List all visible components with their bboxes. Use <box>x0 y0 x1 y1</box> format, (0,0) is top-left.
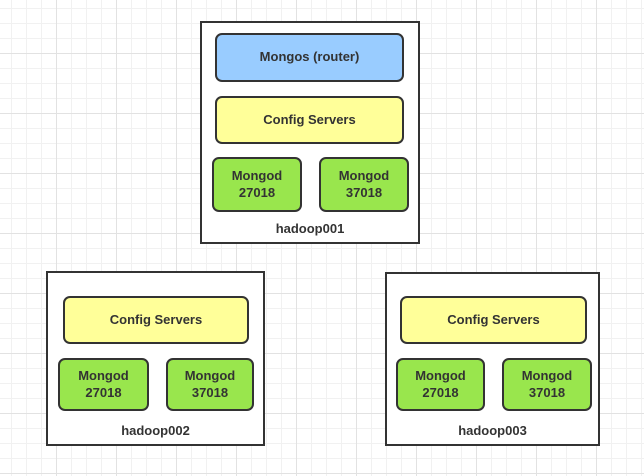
host-group-hadoop002: Config Servers Mongod 27018 Mongod 37018… <box>46 271 265 446</box>
host-label-hadoop001: hadoop001 <box>275 221 345 236</box>
mongod-name-label: Mongod <box>521 367 573 383</box>
mongos-router-label: Mongos (router) <box>259 49 360 65</box>
config-servers-node: Config Servers <box>400 296 587 344</box>
host-label-hadoop003: hadoop003 <box>458 423 527 438</box>
mongod-27018-node: Mongod 27018 <box>212 157 302 212</box>
mongod-37018-node: Mongod 37018 <box>166 358 254 411</box>
config-servers-node: Config Servers <box>215 96 404 144</box>
mongod-name-label: Mongod <box>338 167 390 183</box>
mongod-port-label: 37018 <box>528 384 566 400</box>
config-servers-label: Config Servers <box>263 111 356 127</box>
mongod-port-label: 37018 <box>345 184 383 200</box>
mongod-37018-node: Mongod 37018 <box>502 358 592 411</box>
mongod-port-label: 27018 <box>85 384 122 400</box>
mongod-name-label: Mongod <box>415 367 466 383</box>
mongod-port-label: 27018 <box>422 384 459 400</box>
mongod-37018-node: Mongod 37018 <box>319 157 409 212</box>
mongos-router-node: Mongos (router) <box>215 33 404 82</box>
mongod-name-label: Mongod <box>184 367 236 383</box>
config-servers-node: Config Servers <box>63 296 249 344</box>
mongod-name-label: Mongod <box>78 367 129 383</box>
config-servers-label: Config Servers <box>109 311 203 327</box>
host-group-hadoop003: Config Servers Mongod 27018 Mongod 37018… <box>385 272 600 446</box>
config-servers-label: Config Servers <box>447 311 540 327</box>
mongod-port-label: 27018 <box>238 184 276 200</box>
mongod-27018-node: Mongod 27018 <box>396 358 485 411</box>
mongod-name-label: Mongod <box>231 167 283 183</box>
mongod-port-label: 37018 <box>191 384 229 400</box>
host-label-hadoop002: hadoop002 <box>121 423 190 438</box>
host-group-hadoop001: Mongos (router) Config Servers Mongod 27… <box>200 21 420 244</box>
mongod-27018-node: Mongod 27018 <box>58 358 149 411</box>
